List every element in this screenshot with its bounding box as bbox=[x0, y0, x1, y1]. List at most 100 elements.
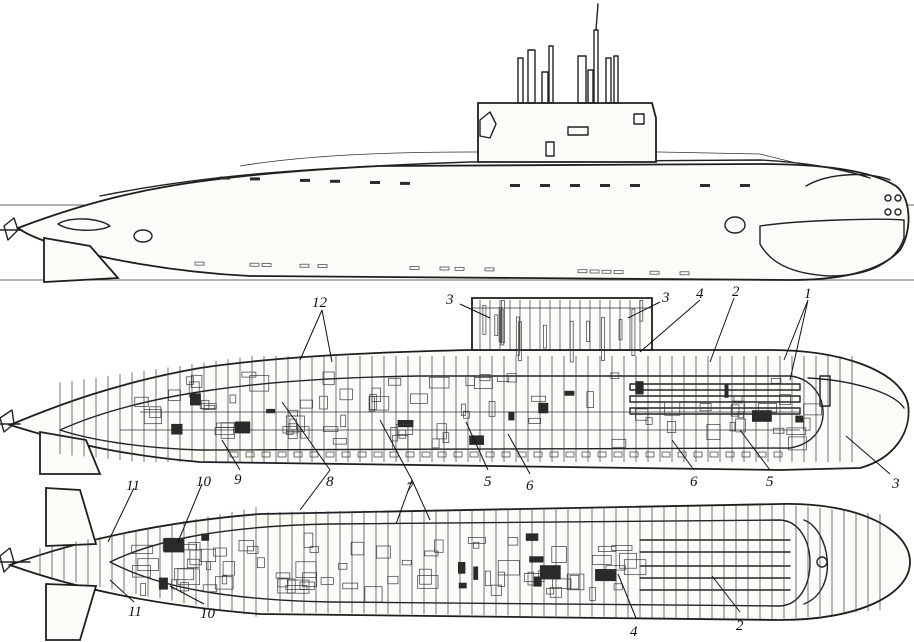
section-machinery-block bbox=[410, 393, 428, 404]
plan-machinery-block bbox=[419, 568, 432, 585]
section-machinery-block bbox=[171, 423, 183, 435]
plan-machinery-block bbox=[458, 562, 466, 574]
hull-port-fwd bbox=[724, 216, 746, 234]
section-machinery-block bbox=[528, 417, 542, 424]
section-machinery-block bbox=[463, 410, 470, 419]
plan-machinery-block bbox=[246, 545, 259, 554]
section-machinery-block bbox=[429, 376, 450, 389]
keel-mark bbox=[357, 451, 367, 458]
plan-machinery-block bbox=[424, 550, 439, 557]
section-machinery-block bbox=[752, 410, 772, 422]
limber-hole-lower bbox=[409, 266, 420, 270]
plan-machinery-block bbox=[376, 545, 391, 559]
longitudinal-section-view bbox=[0, 297, 910, 475]
section-machinery-block bbox=[168, 389, 181, 401]
plan-machinery-block bbox=[546, 588, 555, 595]
keel-mark bbox=[725, 451, 735, 458]
section-propeller bbox=[0, 409, 15, 433]
section-machinery-block bbox=[395, 424, 414, 435]
keel-mark bbox=[261, 451, 271, 458]
section-machinery-block bbox=[729, 422, 736, 432]
section-sail bbox=[471, 297, 653, 351]
section-machinery-block bbox=[229, 394, 237, 404]
section-machinery-block bbox=[339, 388, 353, 401]
section-machinery-block bbox=[699, 403, 712, 412]
section-machinery-block bbox=[564, 390, 575, 396]
section-machinery-block bbox=[289, 418, 297, 431]
limber-hole-lower bbox=[317, 264, 328, 268]
section-machinery-block bbox=[730, 404, 740, 417]
plan-machinery-block bbox=[180, 582, 189, 592]
keel-mark bbox=[533, 451, 543, 458]
masts-group bbox=[517, 3, 619, 104]
section-machinery-block bbox=[538, 402, 549, 414]
section-machinery-block bbox=[803, 417, 811, 431]
mast-8 bbox=[613, 55, 619, 104]
plan-machinery-block bbox=[592, 555, 612, 565]
plan-machinery-block bbox=[533, 576, 542, 587]
callout-leaders bbox=[107, 297, 891, 619]
section-machinery-block bbox=[186, 376, 194, 385]
section-machinery-block bbox=[795, 415, 804, 423]
side-elevation-view bbox=[0, 3, 914, 283]
plan-machinery-block bbox=[202, 584, 218, 593]
callout-4-upper: 4 bbox=[696, 286, 704, 302]
limber-hole-upper bbox=[700, 184, 710, 187]
section-machinery-block bbox=[266, 408, 276, 414]
section-machinery-block bbox=[803, 403, 822, 416]
callout-labels: 12 3 3 4 2 1 3 9 8 7 5 6 6 5 11 10 11 10… bbox=[126, 284, 900, 640]
sail-equipment bbox=[500, 309, 505, 346]
section-machinery-block bbox=[732, 400, 745, 414]
limber-hole-lower bbox=[249, 262, 260, 267]
keel-mark bbox=[469, 451, 479, 458]
plan-machinery-block bbox=[473, 566, 479, 580]
callout-10-lower: 10 bbox=[200, 606, 216, 622]
deck-casing bbox=[99, 159, 871, 197]
torpedo-tube-2 bbox=[629, 395, 801, 403]
section-machinery-block bbox=[285, 429, 294, 435]
section-machinery-block bbox=[610, 372, 620, 379]
section-machinery-block bbox=[442, 432, 450, 443]
keel-mark bbox=[437, 451, 447, 458]
section-machinery-block bbox=[369, 394, 377, 410]
section-machinery-block bbox=[469, 435, 484, 445]
mast-2 bbox=[527, 49, 536, 104]
keel-mark bbox=[629, 451, 639, 458]
section-machinery-block bbox=[724, 383, 729, 398]
plan-machinery-block bbox=[401, 559, 412, 566]
section-machinery-block bbox=[772, 427, 785, 434]
sail-equipment bbox=[631, 308, 636, 356]
keel-mark bbox=[581, 451, 591, 458]
keel-mark bbox=[709, 451, 719, 458]
plan-machinery-block bbox=[295, 561, 317, 578]
plan-machinery-block bbox=[434, 539, 444, 553]
bow-section-line bbox=[807, 377, 905, 409]
sail-hatch bbox=[567, 126, 589, 136]
torpedo-tube-1 bbox=[629, 383, 801, 391]
keel-mark bbox=[741, 451, 751, 458]
plan-machinery-block bbox=[171, 579, 178, 590]
section-machinery-block bbox=[645, 417, 653, 425]
callout-3-bow: 3 bbox=[891, 476, 900, 492]
section-machinery-block bbox=[706, 424, 721, 440]
limber-hole-lower bbox=[261, 263, 272, 267]
plan-machinery-block bbox=[566, 573, 585, 591]
section-machinery-block bbox=[249, 375, 270, 392]
section-keel-marks bbox=[229, 451, 783, 458]
plan-machinery-block bbox=[201, 533, 210, 541]
section-machinery-block bbox=[322, 371, 335, 386]
callout-8: 8 bbox=[326, 474, 334, 490]
mast-1 bbox=[517, 57, 524, 104]
sail-equipment bbox=[601, 317, 605, 361]
antenna-mast bbox=[593, 29, 599, 104]
callout-6-aft: 6 bbox=[526, 478, 534, 494]
torpedo-door-2 bbox=[894, 194, 902, 202]
callout-11-lower: 11 bbox=[128, 604, 142, 620]
bow-sonar-dome bbox=[759, 218, 905, 277]
section-machinery bbox=[134, 300, 822, 451]
mast-3 bbox=[541, 71, 549, 104]
sail-equipment bbox=[515, 316, 520, 356]
plan-section-view bbox=[0, 487, 911, 641]
limber-hole-upper bbox=[570, 184, 580, 187]
